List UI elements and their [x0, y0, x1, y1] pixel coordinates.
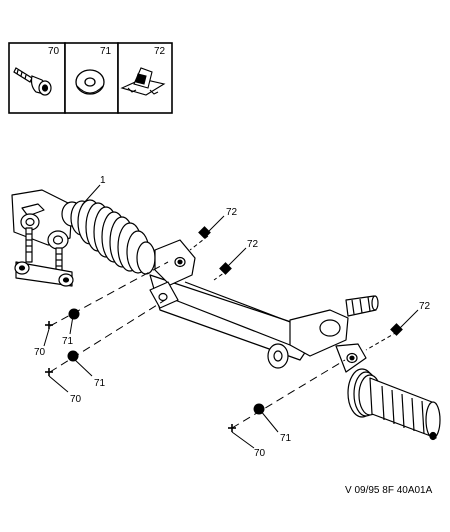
- callout-labels: 1 72 72 72 71 70 71 70 71 70: [34, 175, 431, 459]
- callout-left-bolt-b: 70: [70, 394, 82, 405]
- left-clamp: [15, 261, 73, 287]
- hardware-items: [43, 226, 403, 449]
- legend-number-70: 70: [48, 46, 60, 57]
- callout-rack: 1: [100, 175, 106, 186]
- left-stud-a: [25, 227, 33, 263]
- bracket-clip-b: [219, 262, 232, 275]
- callout-bracket-a: 72: [226, 207, 238, 218]
- bracket-path-c: [365, 331, 398, 351]
- callout-bracket-b: 72: [247, 239, 259, 250]
- bracket-clip-c: [390, 323, 403, 336]
- bracket-path-a: [189, 235, 209, 251]
- leader-bracket-a: [207, 215, 225, 233]
- pinion-shaft: [345, 295, 379, 317]
- washer-c: [253, 403, 265, 415]
- washer-icon: [75, 69, 105, 95]
- assembly-path-c: [231, 359, 346, 429]
- washer-a: [68, 308, 80, 320]
- leader-rack: [81, 184, 101, 206]
- rubber-bellows: [61, 199, 156, 275]
- steering-rack-assembly: [11, 189, 441, 441]
- washer-b: [67, 350, 79, 362]
- leader-bracket-c: [399, 309, 419, 329]
- callout-left-bolt-a: 70: [34, 347, 46, 358]
- callout-left-washer-a: 71: [62, 336, 74, 347]
- assembly-path-a: [49, 261, 169, 327]
- drawing-reference: V 09/95 8F 40A01A: [345, 485, 433, 496]
- legend-number-72: 72: [154, 46, 166, 57]
- rack-housing-tube: [149, 274, 311, 361]
- assembly-path-b: [49, 299, 166, 373]
- bracket-clip-a: [198, 226, 211, 239]
- bolt-marker-a: [45, 321, 53, 329]
- bolt-marker-b: [45, 368, 53, 376]
- bolt-icon: [13, 67, 52, 96]
- callout-bottom-washer: 71: [280, 433, 292, 444]
- leader-bracket-b: [227, 247, 247, 267]
- callout-bottom-bolt: 70: [254, 448, 266, 459]
- bolt-marker-c: [228, 424, 236, 432]
- legend-number-71: 71: [100, 46, 112, 57]
- callout-bracket-c: 72: [419, 301, 431, 312]
- parts-legend: 70 71 72: [8, 42, 173, 114]
- callout-left-washer-b: 71: [94, 378, 106, 389]
- bracket-icon: [120, 67, 166, 96]
